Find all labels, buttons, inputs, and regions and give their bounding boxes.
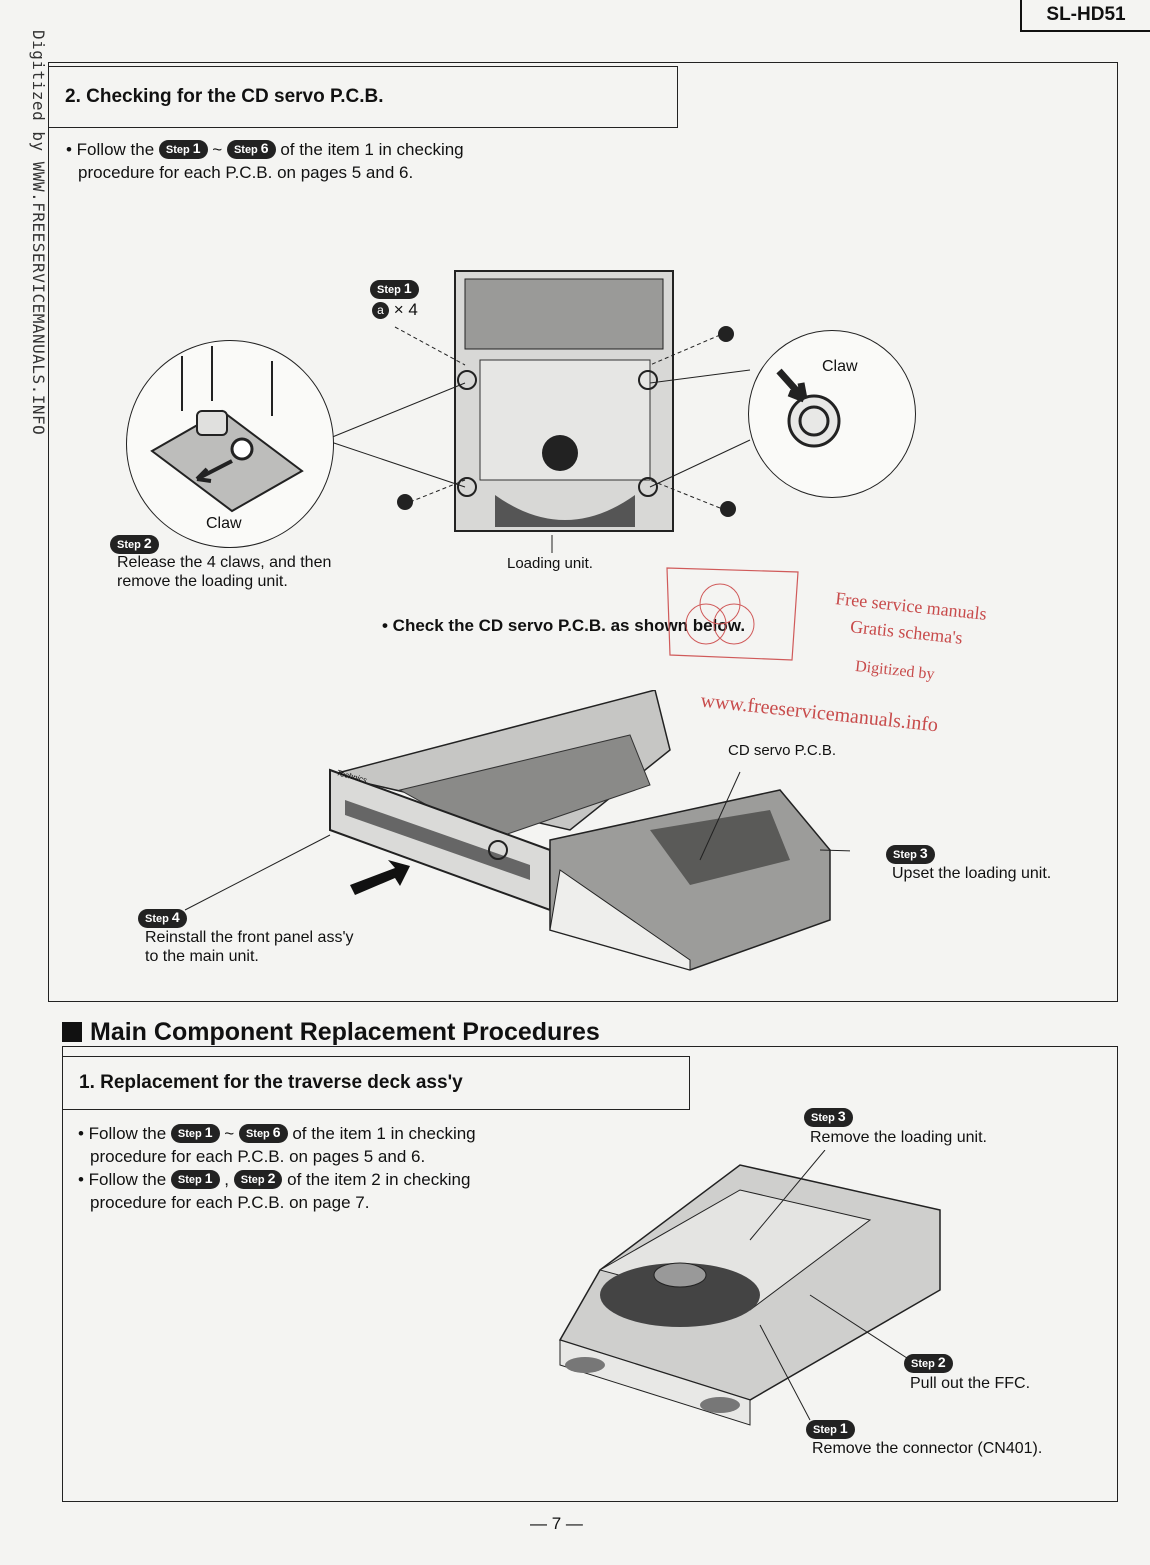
- page-number: — 7 —: [530, 1514, 583, 1533]
- section2-title-box: 2. Checking for the CD servo P.C.B.: [48, 66, 678, 128]
- bullet-text-line2: procedure for each P.C.B. on pages 5 and…: [78, 163, 414, 182]
- model-label: SL-HD51: [1020, 0, 1150, 32]
- traverse-deck-illustration: [558, 1150, 941, 1426]
- section2-frame: [48, 62, 1118, 1002]
- claw-detail-right-drawing: [776, 368, 841, 448]
- bullet-text: • Follow the: [66, 140, 155, 159]
- screw-count: a × 4: [372, 300, 418, 320]
- claw-detail-drawing: [150, 346, 304, 513]
- claw-label-left: Claw: [206, 515, 242, 532]
- loading-unit-illustration: [324, 270, 751, 553]
- section1-title-box: 1. Replacement for the traverse deck ass…: [62, 1056, 690, 1110]
- section2-title: 2. Checking for the CD servo P.C.B.: [65, 86, 384, 107]
- screw-a-icon: a: [372, 302, 389, 319]
- square-bullet-icon: [62, 1022, 82, 1042]
- loading-unit-label: Loading unit.: [507, 555, 593, 572]
- main-heading: Main Component Replacement Procedures: [62, 1018, 600, 1047]
- watermark-logo: [666, 567, 799, 661]
- section1-title: 1. Replacement for the traverse deck ass…: [79, 1072, 463, 1093]
- check-instruction: • Check the CD servo P.C.B. as shown bel…: [382, 616, 746, 635]
- section1-frame: [62, 1046, 1118, 1502]
- claw-detail-right: [748, 330, 916, 498]
- bullet-text: of the item 1 in checking: [280, 140, 464, 159]
- claw-detail-left: [126, 340, 334, 548]
- cd-servo-label: CD servo P.C.B.: [728, 742, 837, 759]
- digitized-sidebar: Digitized by WWW.FREESERVICEMANUALS.INFO: [29, 30, 48, 436]
- m-step1-text: Remove the connector (CN401).: [812, 1440, 1043, 1457]
- step3-text: Upset the loading unit.: [892, 865, 1052, 882]
- claw-label-right: Claw: [822, 358, 858, 375]
- step4-text: Reinstall the front panel ass'y to the m…: [145, 929, 354, 965]
- m-step2-text: Pull out the FFC.: [910, 1375, 1031, 1392]
- tilde: ~: [212, 140, 223, 159]
- main-unit-illustration: [184, 690, 850, 971]
- m-step3-text: Remove the loading unit.: [810, 1129, 987, 1146]
- step2-text: Release the 4 claws, and then remove the…: [117, 554, 332, 590]
